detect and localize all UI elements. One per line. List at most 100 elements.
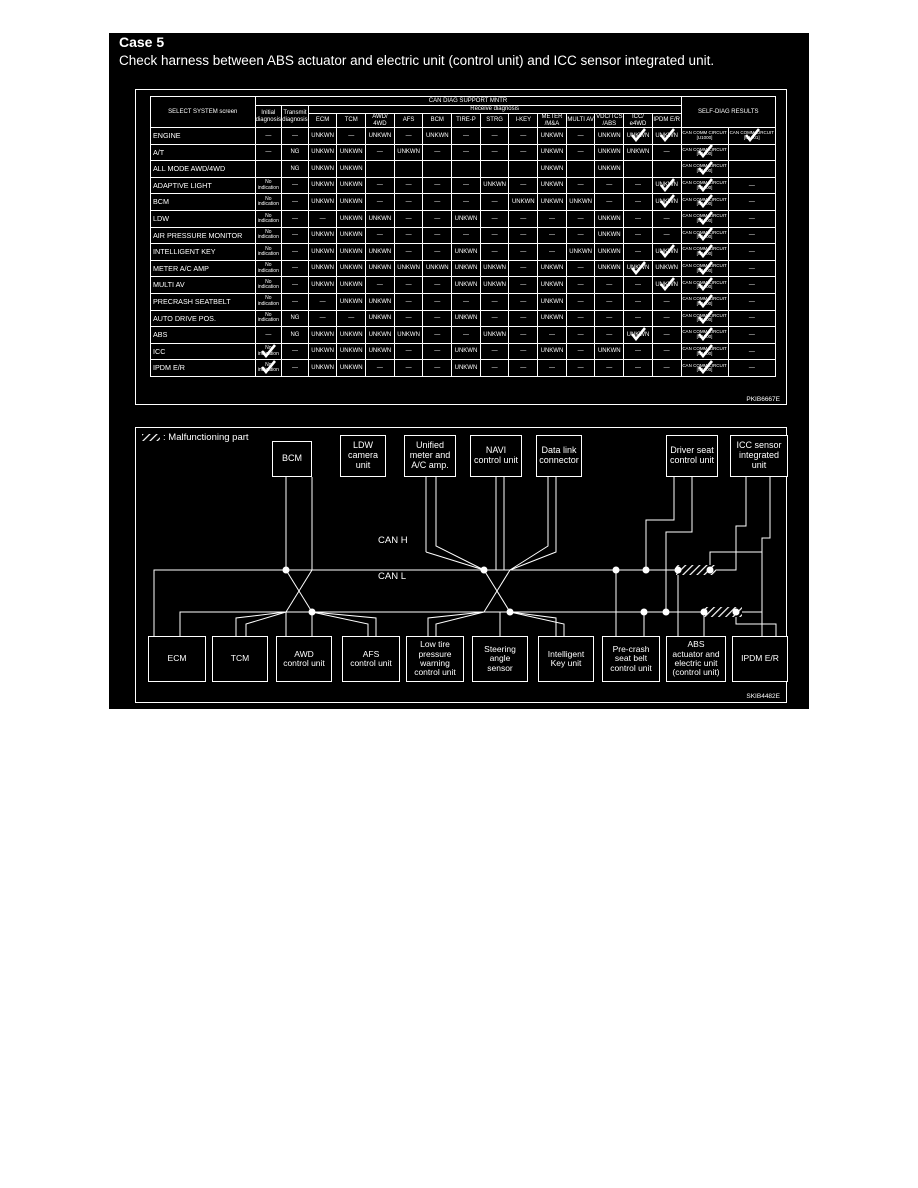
- junction-dot: [642, 566, 650, 574]
- diag-value: —: [520, 298, 527, 305]
- self-diag-cell: CAN COMM CIRCUIT [U1000]: [680, 209, 729, 228]
- self-diag-value: CAN COMM CIRCUIT [U1000]: [682, 279, 727, 290]
- system-name: ABS: [150, 326, 256, 344]
- diag-value: —: [520, 281, 527, 288]
- diag-cell: —: [365, 193, 395, 211]
- self-diag-value: —: [748, 298, 755, 305]
- diag-value: —: [520, 132, 527, 139]
- diag-value: —: [491, 215, 498, 222]
- self-diag-cell: —: [727, 209, 777, 228]
- diag-cell: UNKWN: [594, 209, 625, 228]
- diag-cell: —: [623, 209, 653, 228]
- diag-cell: UNKWN: [537, 193, 567, 211]
- self-diag-value: CAN COMM CIRCUIT [U1000]: [682, 346, 727, 356]
- diag-cell: —: [307, 292, 338, 311]
- diag-value: No indication: [257, 345, 279, 357]
- diag-value: —: [291, 348, 298, 355]
- self-diag-cell: —: [727, 259, 777, 278]
- abs-actuator-unit: ABS actuator and electric unit (control …: [666, 636, 726, 682]
- system-name: ICC: [150, 342, 256, 361]
- diag-value: UNKWN: [339, 364, 363, 371]
- diag-cell: —: [479, 209, 510, 228]
- diag-cell: —: [393, 276, 424, 294]
- diag-value: —: [462, 298, 469, 305]
- diag-cell: UNKWN: [307, 176, 338, 195]
- self-diag-cell: CAN COMM CIRCUIT [U1000]: [680, 259, 729, 278]
- diag-cell: No indication: [254, 259, 283, 278]
- self-diag-value: —: [748, 348, 755, 355]
- diag-value: —: [319, 298, 326, 305]
- diag-cell: —: [281, 359, 309, 377]
- self-diag-cell: CAN COMM CIRCUIT [U1001]: [727, 127, 777, 145]
- diag-cell: NG: [281, 160, 309, 178]
- diag-value: UNKWN: [311, 348, 334, 355]
- diag-cell: No indication: [254, 176, 283, 195]
- diag-value: UNKWN: [425, 265, 449, 272]
- diag-cell: —: [422, 342, 453, 361]
- diag-value: —: [376, 364, 383, 371]
- diag-cell: —: [307, 209, 338, 228]
- diag-cell: —: [393, 359, 424, 377]
- diag-cell: —: [479, 193, 510, 211]
- diag-value: —: [434, 364, 441, 371]
- diag-cell: UNKWN: [307, 160, 338, 178]
- diag-value: —: [577, 265, 584, 272]
- self-diag-value: CAN COMM CIRCUIT [U1000]: [682, 362, 727, 373]
- diag-value: —: [634, 182, 641, 189]
- diag-cell: —: [393, 176, 424, 195]
- diag-cell: —: [479, 243, 510, 261]
- diag-value: UNKWN: [311, 232, 334, 239]
- system-name: LDW: [150, 209, 256, 228]
- self-diag-cell: [727, 143, 777, 162]
- diag-cell: UNKWN: [479, 259, 510, 278]
- self-diag-cell: CAN COMM CIRCUIT [U1000]: [680, 176, 729, 195]
- system-name: ALL MODE AWD/4WD: [150, 160, 256, 178]
- diag-cell: —: [393, 226, 424, 245]
- col-header: BCM: [422, 113, 453, 128]
- self-diag-value: CAN COMM CIRCUIT [U1000]: [682, 329, 727, 339]
- diag-value: —: [548, 331, 555, 338]
- diag-cell: —: [594, 326, 625, 344]
- diag-value: —: [520, 315, 527, 322]
- junction-dot: [662, 608, 670, 616]
- diag-value: UNKWN: [397, 265, 420, 272]
- diag-cell: No indication: [254, 309, 283, 328]
- diag-cell: NG: [281, 309, 309, 328]
- diag-value: —: [462, 232, 469, 239]
- junction-dot: [674, 566, 682, 574]
- diag-value: —: [291, 199, 298, 206]
- diag-cell: —: [479, 342, 510, 361]
- diag-cell: UNKWN: [451, 359, 481, 377]
- diag-cell: UNKWN: [307, 226, 338, 245]
- diag-cell: —: [565, 226, 596, 245]
- self-diag-value: CAN COMM CIRCUIT [U1000]: [682, 229, 727, 240]
- diag-value: NG: [290, 165, 300, 172]
- diag-cell: —: [254, 326, 283, 344]
- diag-value: —: [663, 232, 670, 239]
- diag-cell: UNKWN: [479, 326, 510, 344]
- diag-cell: —: [508, 176, 539, 195]
- diag-cell: —: [479, 309, 510, 328]
- diag-cell: UNKWN: [651, 259, 682, 278]
- diag-cell: UNKWN: [537, 160, 567, 178]
- diag-value: UNKWN: [569, 248, 592, 255]
- diag-value: UNKWN: [540, 298, 564, 305]
- diag-value: —: [434, 315, 441, 322]
- diag-value: UNKWN: [483, 331, 506, 338]
- self-diag-cell: —: [727, 276, 777, 294]
- diag-cell: —: [565, 292, 596, 311]
- diag-cell: —: [393, 127, 424, 145]
- diag-value: UNKWN: [540, 199, 564, 206]
- diag-cell: —: [594, 359, 625, 377]
- bcm-unit: BCM: [272, 441, 312, 477]
- diag-value: UNKWN: [311, 165, 334, 172]
- can-diag-table: SELECT SYSTEM screen CAN DIAG SUPPORT MN…: [150, 96, 777, 377]
- diag-cell: —: [594, 276, 625, 294]
- diag-value: —: [491, 132, 498, 139]
- diag-value: —: [376, 232, 383, 239]
- diag-cell: UNKWN: [565, 243, 596, 261]
